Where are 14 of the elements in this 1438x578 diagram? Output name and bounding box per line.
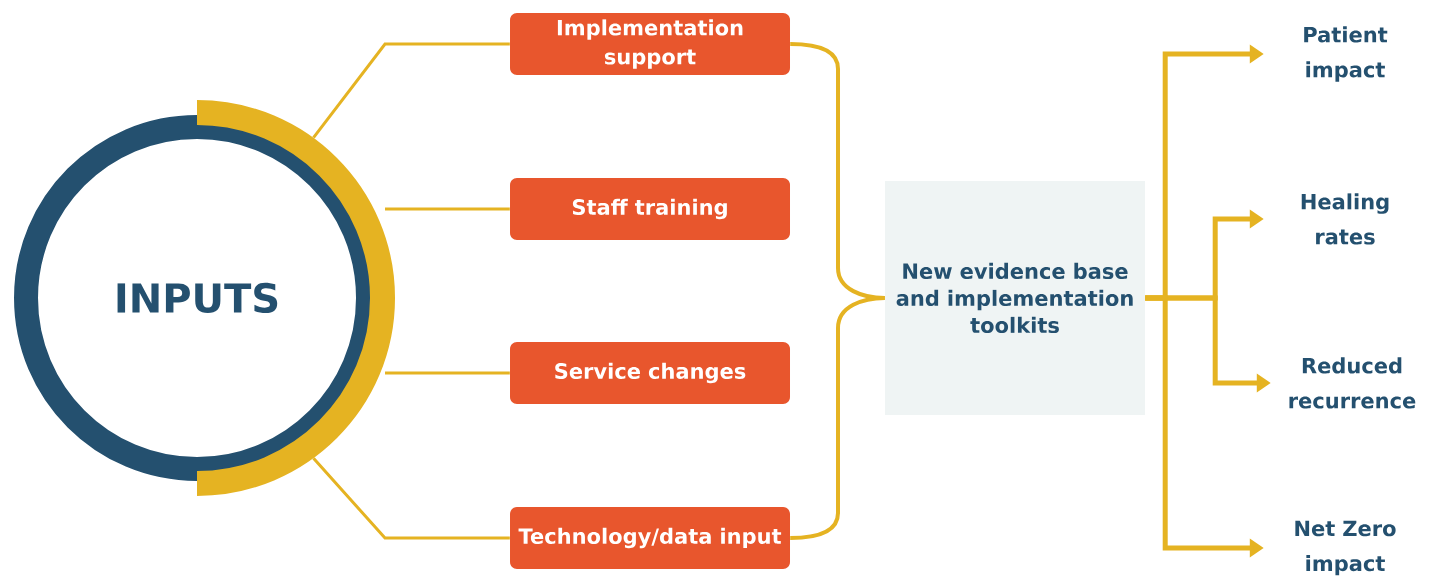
process-box: Implementation support [510, 13, 790, 75]
process-box: Service changes [510, 342, 790, 404]
connector-line [312, 42, 510, 139]
outcome-label: Reduced recurrence [1289, 357, 1416, 409]
result-box: New evidence base and implementation toolkits [885, 181, 1145, 415]
process-box: Staff training [510, 178, 790, 240]
process-box: Technology/data input [510, 507, 790, 569]
outcome-label: Net Zero impact [1295, 520, 1396, 576]
connector-line [385, 207, 510, 211]
connector-line [385, 371, 510, 375]
connector-line [312, 457, 510, 540]
outcome-label: Patient impact [1304, 26, 1388, 82]
connector-line [790, 296, 885, 540]
outcome-label: Healing rates [1301, 193, 1389, 245]
